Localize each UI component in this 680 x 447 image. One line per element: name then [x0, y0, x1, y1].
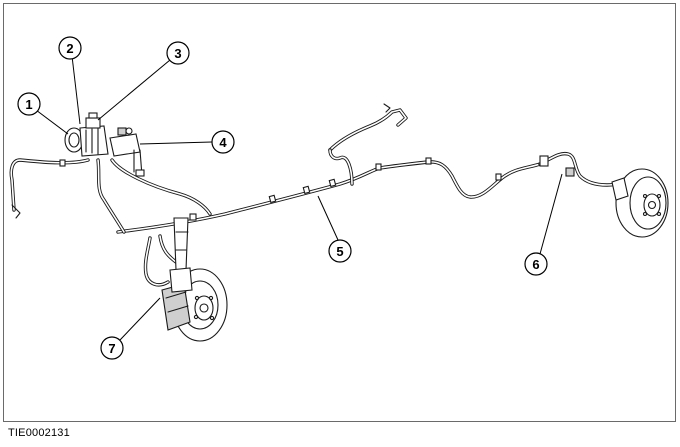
upper-branch-tube	[328, 108, 408, 152]
callout-4-leader	[139, 141, 213, 145]
callout-bubbles: 1 2 3 4 5 6 7	[17, 36, 548, 360]
rear-drum-brake-assembly	[539, 155, 669, 238]
callout-2-number: 2	[66, 41, 73, 56]
tube-clip	[328, 178, 337, 188]
callout-3-leader	[97, 59, 171, 121]
callout-6: 6	[524, 252, 548, 276]
callout-4: 4	[211, 130, 235, 154]
valve-fitting	[117, 127, 127, 136]
wheel-cylinder-fitting	[611, 177, 629, 201]
tube-clip	[59, 159, 66, 167]
front-hose-bracket-tube	[158, 234, 178, 264]
callout-5-leader	[317, 195, 339, 241]
valve-body	[109, 133, 141, 157]
tube-clip	[425, 157, 432, 165]
callout-6-leader	[539, 173, 563, 255]
callout-7-number: 7	[108, 341, 115, 356]
upper-branch-drop-tube	[328, 148, 354, 186]
tube-clip	[375, 163, 382, 171]
callout-3-number: 3	[174, 46, 181, 61]
front-brake-assembly	[161, 217, 228, 342]
callout-3: 3	[166, 41, 190, 65]
callout-1-number: 1	[25, 97, 32, 112]
figure-frame	[3, 3, 676, 422]
brake-tubing	[9, 103, 622, 287]
left-tube-end-fitting	[11, 204, 21, 219]
figure-id-label: TIE0002131	[8, 427, 70, 439]
left-front-feed-tube	[9, 158, 90, 212]
callout-2: 2	[58, 36, 82, 60]
callout-7-leader	[119, 297, 161, 341]
booster-crossover-tube	[110, 158, 212, 216]
tube-clip	[495, 173, 502, 181]
tube-clip	[268, 194, 277, 204]
rear-junction-block	[539, 155, 549, 167]
callout-4-number: 4	[219, 135, 227, 150]
proportioning-valve	[109, 127, 145, 177]
callout-leaders	[35, 55, 563, 341]
reservoir-cap	[88, 112, 98, 119]
callout-1-leader	[35, 109, 69, 135]
callout-6-number: 6	[532, 257, 539, 272]
master-cylinder-body	[79, 125, 109, 157]
rear-hose-bracket	[565, 167, 575, 177]
steering-knuckle	[169, 267, 193, 293]
tube-clip	[302, 185, 311, 195]
callout-5: 5	[328, 239, 352, 263]
callout-5-number: 5	[336, 244, 343, 259]
callout-2-leader	[71, 55, 81, 125]
brake-booster-master-cylinder	[64, 112, 109, 157]
front-strut	[173, 217, 189, 271]
callout-7: 7	[100, 336, 124, 360]
tube-clip	[189, 213, 197, 221]
tube-clips	[59, 157, 502, 221]
upper-tube-fitting	[383, 103, 391, 113]
callout-1: 1	[17, 92, 41, 116]
